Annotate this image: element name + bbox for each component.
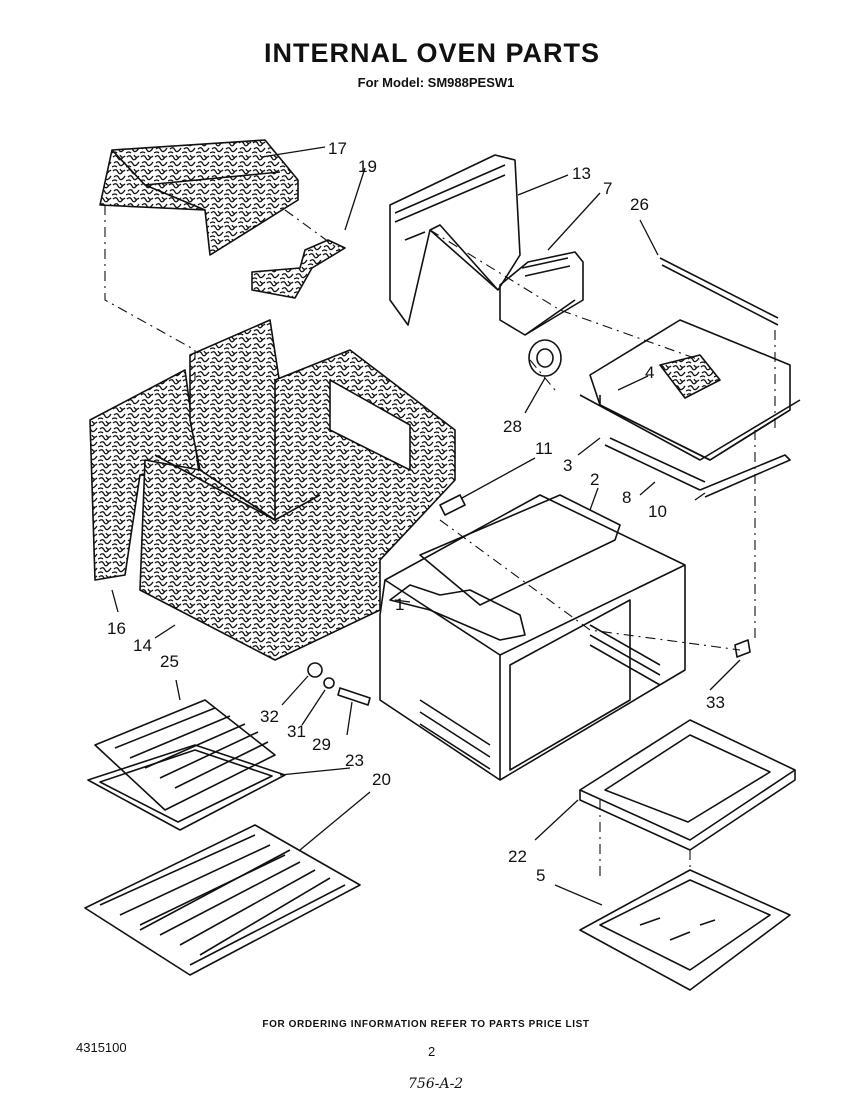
callout-8: 8 bbox=[622, 488, 631, 507]
callout-1: 1 bbox=[395, 595, 404, 614]
part-14-insulation-wrap bbox=[139, 319, 456, 661]
callout-33: 33 bbox=[706, 693, 725, 712]
callout-16: 16 bbox=[107, 619, 126, 638]
callout-20: 20 bbox=[372, 770, 391, 789]
part-32-31-29-hardware bbox=[307, 662, 371, 706]
model-subtitle: For Model: SM988PESW1 bbox=[357, 75, 515, 90]
part-3-4-top-panel bbox=[579, 319, 801, 461]
part-26-gasket-strip bbox=[659, 257, 779, 326]
page-title: INTERNAL OVEN PARTS bbox=[263, 38, 601, 68]
callout-13: 13 bbox=[572, 164, 591, 183]
callout-4: 4 bbox=[645, 363, 654, 382]
part-33-clip bbox=[734, 639, 751, 658]
part-19-small-insulation bbox=[251, 239, 346, 299]
callout-2: 2 bbox=[590, 470, 599, 489]
callout-17: 17 bbox=[328, 139, 347, 158]
handwritten-note: 756-A-2 bbox=[408, 1076, 464, 1092]
ordering-note: FOR ORDERING INFORMATION REFER TO PARTS … bbox=[262, 1019, 590, 1030]
callout-3: 3 bbox=[563, 456, 572, 475]
part-11-bracket bbox=[439, 494, 466, 516]
page-number: 2 bbox=[428, 1044, 436, 1059]
part-20-oven-rack bbox=[84, 824, 361, 976]
part-17-top-insulation bbox=[99, 139, 299, 256]
part-13-rear-duct bbox=[389, 154, 521, 326]
callout-32: 32 bbox=[260, 707, 279, 726]
leader-lines bbox=[111, 146, 741, 906]
part-2-oven-cavity bbox=[379, 494, 686, 781]
document-number: 4315100 bbox=[76, 1040, 127, 1055]
part-8-10-strips bbox=[604, 437, 791, 498]
callout-26: 26 bbox=[630, 195, 649, 214]
callout-10: 10 bbox=[648, 502, 667, 521]
exploded-parts-diagram: 17 19 13 7 26 4 28 3 11 2 8 10 1 16 14 2… bbox=[84, 139, 801, 991]
part-1-element bbox=[389, 584, 526, 641]
callout-19: 19 bbox=[358, 157, 377, 176]
callout-25: 25 bbox=[160, 652, 179, 671]
assembly-lines bbox=[104, 205, 776, 880]
callout-23: 23 bbox=[345, 751, 364, 770]
part-5-bottom-pan bbox=[579, 869, 791, 991]
callout-29: 29 bbox=[312, 735, 331, 754]
callout-14: 14 bbox=[133, 636, 152, 655]
callout-11: 11 bbox=[535, 439, 553, 458]
part-22-door-frame bbox=[579, 719, 796, 851]
part-23-broil-pan bbox=[87, 744, 286, 831]
callout-28: 28 bbox=[503, 417, 522, 436]
part-7-vent-bracket bbox=[499, 251, 584, 336]
callout-22: 22 bbox=[508, 847, 527, 866]
part-25-broil-insert bbox=[94, 699, 276, 811]
part-28-fan-ring bbox=[528, 339, 562, 377]
callout-7: 7 bbox=[603, 179, 612, 198]
callout-5: 5 bbox=[536, 866, 545, 885]
callout-31: 31 bbox=[287, 722, 306, 741]
